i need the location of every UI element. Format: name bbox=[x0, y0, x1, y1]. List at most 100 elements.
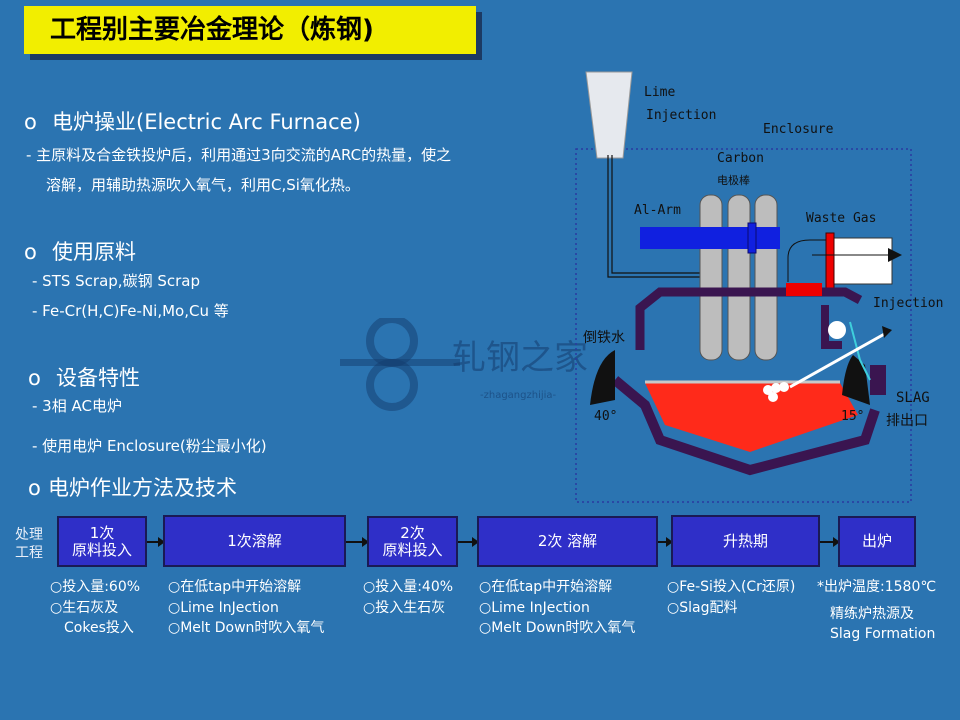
note: *出炉温度:1580℃ bbox=[817, 579, 937, 595]
section-methods-heading: o 电炉作业方法及技术 bbox=[28, 472, 237, 502]
enclosure-boundary bbox=[575, 148, 912, 503]
step-label: 出炉 bbox=[861, 532, 892, 550]
flow-notes-6: *出炉温度:1580℃ 精练炉热源及 Slag Formation bbox=[817, 577, 936, 645]
note: ○在低tap中开始溶解 bbox=[479, 579, 613, 595]
page-title: 工程别主要冶金理论（炼钢) bbox=[24, 6, 476, 54]
note: ○Lime InJection bbox=[168, 599, 279, 616]
roof-port bbox=[786, 283, 822, 296]
step-label: 升热期 bbox=[722, 531, 768, 550]
lime-pipe bbox=[607, 155, 708, 296]
carbon-electrodes bbox=[699, 194, 778, 361]
note: ○投入量:60% bbox=[50, 579, 141, 595]
furnace-shell bbox=[611, 376, 880, 476]
label-lime: Lime bbox=[644, 85, 676, 100]
section-materials-heading: o 使用原料 bbox=[24, 236, 136, 266]
note: ○投入量:40% bbox=[363, 579, 454, 595]
section-materials-line: - Fe-Cr(H,C)Fe-Ni,Mo,Cu 等 bbox=[32, 302, 229, 320]
flow-step-tapping: 出炉 bbox=[838, 516, 916, 567]
bullet: o bbox=[24, 110, 37, 134]
note: ○Slag配料 bbox=[667, 599, 738, 616]
al-arm bbox=[640, 227, 780, 249]
note: Cokes投入 bbox=[64, 620, 134, 636]
slag-outlet bbox=[870, 365, 886, 395]
flow-step-1st-melt: 1次溶解 bbox=[163, 515, 346, 567]
bullet: o bbox=[24, 240, 37, 264]
step-label: 原料投入 bbox=[382, 540, 443, 559]
flow-arrow bbox=[658, 537, 673, 547]
flow-row-label: 处理 工程 bbox=[15, 526, 43, 562]
bullet: o bbox=[28, 476, 41, 500]
flow-notes-4: ○在低tap中开始溶解 ○Lime InJection ○Melt Down时吹… bbox=[479, 577, 635, 639]
waste-gas-duct bbox=[787, 239, 832, 282]
heading-text: 设备特性 bbox=[56, 366, 140, 390]
step-label: 1次 bbox=[89, 523, 115, 542]
flow-arrow bbox=[458, 537, 479, 547]
section-materials-line: - STS Scrap,碳钢 Scrap bbox=[32, 272, 200, 290]
label-slag: SLAG bbox=[896, 390, 930, 406]
flow-arrow bbox=[147, 537, 165, 547]
label-tapping: 倒铁水 bbox=[583, 330, 625, 346]
label-carbon: Carbon bbox=[717, 151, 764, 166]
step-label: 2次 溶解 bbox=[537, 532, 598, 550]
injection-nozzle bbox=[828, 321, 846, 339]
injection-arrow-head bbox=[882, 326, 892, 338]
label-slag-outlet: 排出口 bbox=[886, 413, 928, 429]
section-equipment-line: - 使用电炉 Enclosure(粉尘最小化) bbox=[32, 437, 267, 455]
note: ○投入生石灰 bbox=[363, 599, 446, 616]
row-label-line: 处理 bbox=[15, 527, 43, 543]
note: ○Lime InJection bbox=[479, 599, 590, 616]
section-eaf-heading: o 电炉操业(Electric Arc Furnace) bbox=[24, 106, 361, 136]
molten-steel bbox=[645, 383, 858, 452]
watermark-text: 轧钢之家 bbox=[452, 338, 588, 378]
label-lime-injection: Injection bbox=[646, 108, 717, 123]
flow-notes-1: ○投入量:60% ○生石灰及 Cokes投入 bbox=[50, 577, 140, 639]
watermark-rollers-icon bbox=[340, 315, 460, 411]
heading-text: 电炉作业方法及技术 bbox=[48, 476, 237, 500]
roof-side bbox=[821, 305, 842, 349]
note: 精练炉热源及 bbox=[830, 605, 914, 622]
label-waste-gas: Waste Gas bbox=[806, 211, 877, 226]
flow-notes-3: ○投入量:40% ○投入生石灰 bbox=[363, 577, 453, 618]
waste-gas-flange bbox=[825, 232, 835, 291]
flow-step-2nd-charge: 2次原料投入 bbox=[367, 516, 458, 567]
furnace-roof bbox=[635, 287, 863, 350]
label-angle-right: 15° bbox=[841, 409, 865, 424]
bullet: o bbox=[28, 366, 41, 390]
waste-gas-arrow-head bbox=[888, 248, 902, 262]
lime-hopper bbox=[585, 71, 633, 159]
note: ○在低tap中开始溶解 bbox=[168, 579, 302, 595]
tap-door-left bbox=[590, 350, 615, 405]
label-al-arm: Al-Arm bbox=[634, 203, 681, 218]
heading-text: 电炉操业(Electric Arc Furnace) bbox=[52, 110, 361, 134]
note: Slag Formation bbox=[830, 626, 936, 642]
flow-arrow bbox=[820, 537, 840, 547]
flow-step-2nd-melt: 2次 溶解 bbox=[477, 516, 658, 567]
injection-lance bbox=[789, 330, 889, 389]
note: ○Melt Down时吹入氧气 bbox=[479, 620, 636, 636]
flow-step-1st-charge: 1次原料投入 bbox=[57, 516, 147, 567]
note: ○Fe-Si投入(Cr还原) bbox=[667, 579, 796, 595]
section-equipment-line: - 3相 AC电炉 bbox=[32, 397, 122, 415]
section-eaf-line: 溶解，用辅助热源吹入氧气，利用C,Si氧化热。 bbox=[46, 176, 360, 194]
flow-step-heating: 升热期 bbox=[671, 515, 820, 567]
al-arm-clamp bbox=[747, 222, 757, 254]
flow-notes-2: ○在低tap中开始溶解 ○Lime InJection ○Melt Down时吹… bbox=[168, 577, 324, 639]
step-label: 1次溶解 bbox=[227, 531, 282, 550]
injection-hose bbox=[849, 321, 871, 381]
section-eaf-line: - 主原料及合金铁投炉后，利用通过3向交流的ARC的热量，使之 bbox=[26, 146, 452, 164]
eaf-diagram bbox=[575, 71, 912, 503]
row-label-line: 工程 bbox=[15, 545, 43, 561]
heading-text: 使用原料 bbox=[52, 240, 136, 264]
note: ○生石灰及 bbox=[50, 599, 119, 616]
section-equipment-heading: o 设备特性 bbox=[28, 362, 140, 392]
flow-notes-5: ○Fe-Si投入(Cr还原) ○Slag配料 bbox=[667, 577, 795, 618]
gas-bubbles bbox=[763, 382, 789, 402]
watermark-logo bbox=[340, 315, 460, 422]
flow-arrow bbox=[346, 537, 369, 547]
waste-gas-box bbox=[831, 237, 893, 285]
step-label: 2次 bbox=[400, 523, 425, 542]
label-angle-left: 40° bbox=[594, 409, 618, 424]
label-enclosure: Enclosure bbox=[763, 122, 834, 137]
label-electrode: 电极棒 bbox=[717, 174, 750, 187]
step-label: 原料投入 bbox=[71, 540, 132, 559]
